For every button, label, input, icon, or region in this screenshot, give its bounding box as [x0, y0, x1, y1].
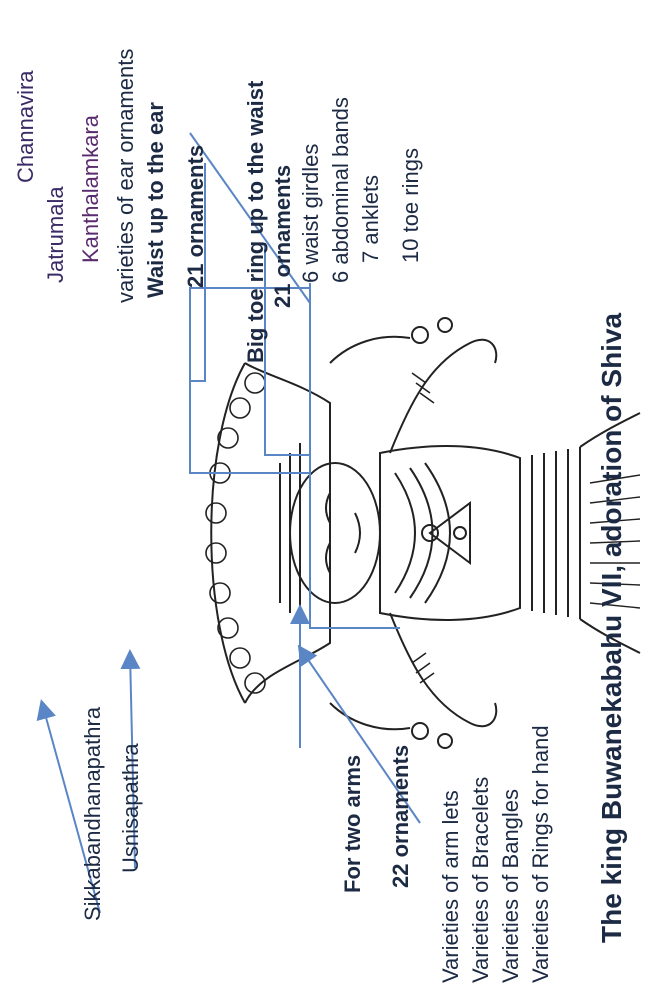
label-channavira: Channavira: [15, 70, 37, 183]
arm-item-bangles: Varieties of Bangles: [500, 789, 522, 983]
label-sikkabandhanapathra: Sikkabandhanapathra: [82, 707, 104, 921]
toe-item-toe-rings: 10 toe rings: [400, 148, 422, 263]
label-waist-to-ear: Waist up to the ear: [145, 102, 167, 298]
label-jatrumala: Jatrumala: [45, 186, 67, 283]
arm-item-armlets: Varieties of arm lets: [440, 790, 462, 983]
arm-item-bracelets: Varieties of Bracelets: [470, 777, 492, 983]
label-kanthalamkara: Kanthalamkara: [80, 115, 102, 263]
toe-item-abdominal-bands: 6 abdominal bands: [330, 97, 352, 283]
label-usnisapathra: Usnisapathra: [120, 743, 142, 873]
label-toe-count: 21 ornaments: [272, 165, 294, 308]
arm-item-rings: Varieties of Rings for hand: [530, 725, 552, 983]
figure-title: The king Buwanekabahu VII, adoration of …: [598, 313, 626, 943]
label-for-two-arms: For two arms: [342, 755, 364, 893]
label-toe-to-waist: Big toe ring up to the waist: [245, 81, 267, 363]
label-ear-ornaments: varieties of ear ornaments: [115, 49, 137, 303]
toe-item-anklets: 7 anklets: [360, 175, 382, 263]
toe-item-waist-girdles: 6 waist girdles: [300, 144, 322, 283]
label-waist-count: 21 ornaments: [185, 145, 207, 288]
label-arms-count: 22 ornaments: [390, 745, 412, 888]
